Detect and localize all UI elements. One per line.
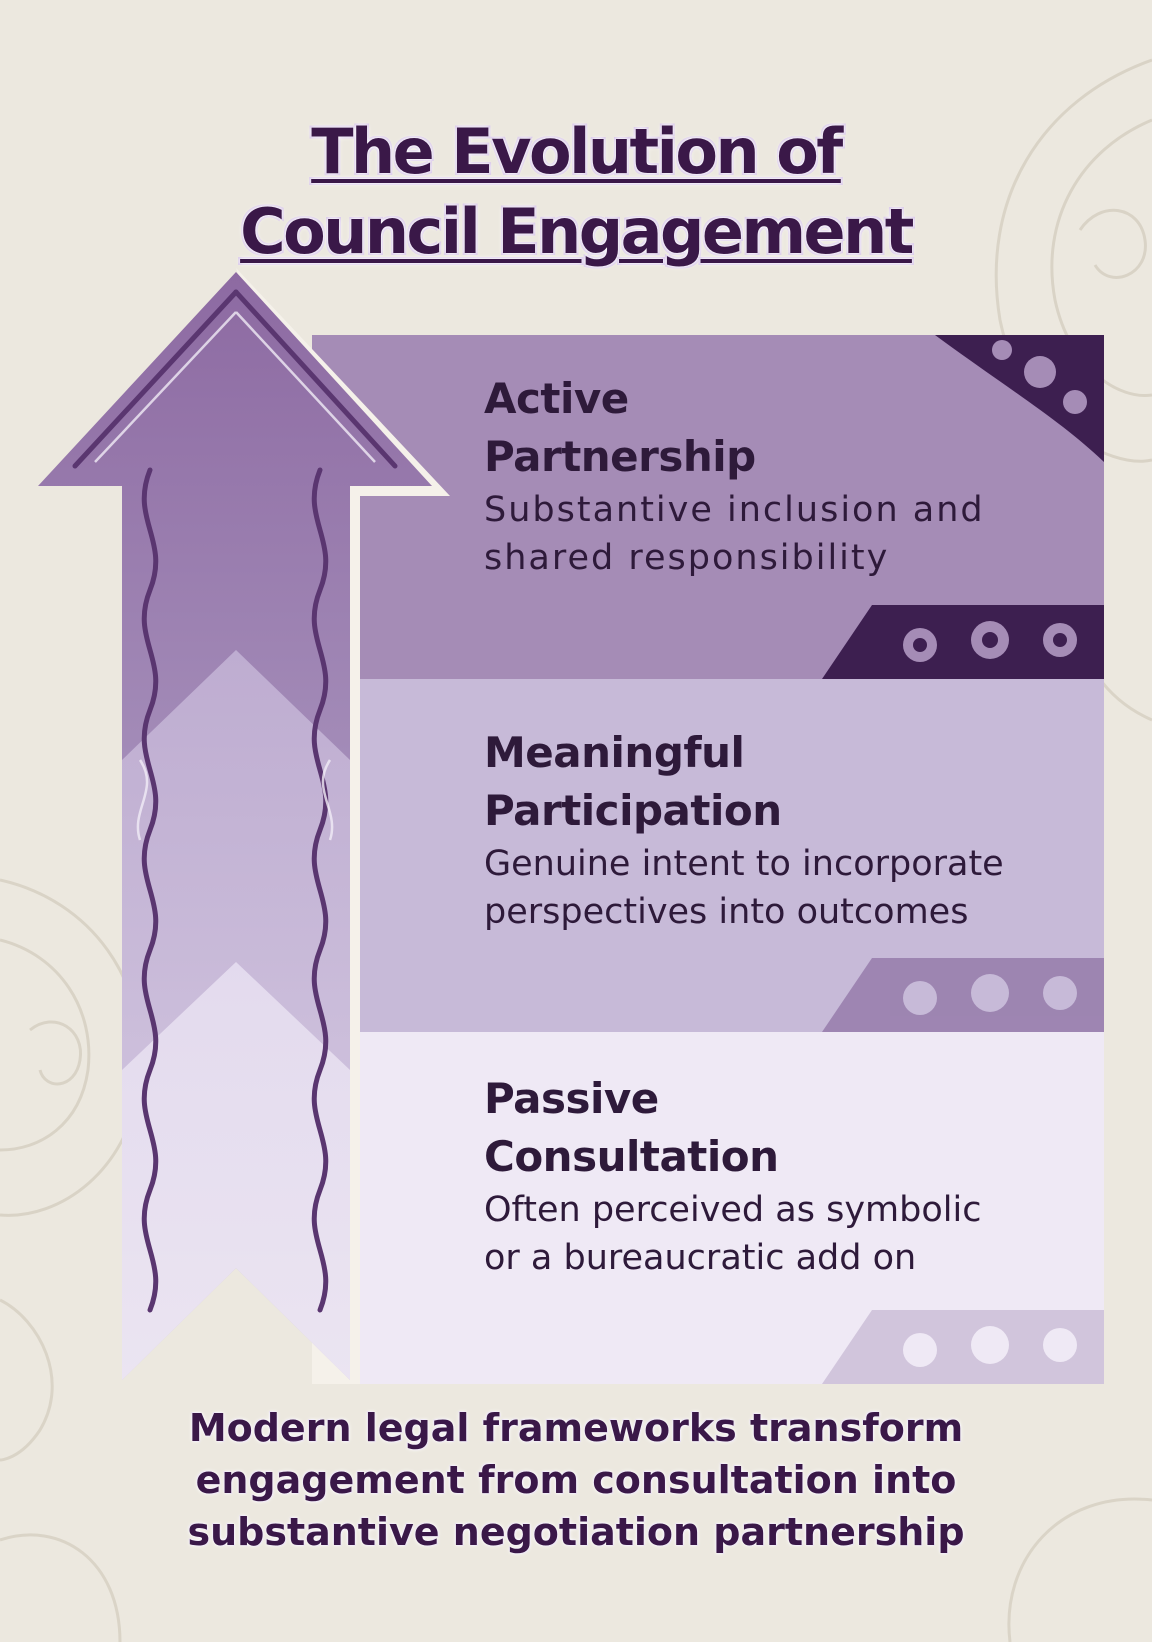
tier-heading: Passive Consultation xyxy=(484,1070,1104,1186)
tier-passive-consultation: Passive Consultation Often perceived as … xyxy=(484,1070,1104,1282)
upward-arrow-icon xyxy=(38,272,432,1380)
tier-heading-line-1: Passive xyxy=(484,1074,659,1123)
tier-description-line-2: shared responsibility xyxy=(484,538,890,578)
koru-ornament-top-right xyxy=(935,335,1104,462)
tier-description-line-1: Genuine intent to incorporate xyxy=(484,844,1004,884)
tier-band-passive-consultation xyxy=(360,1032,1104,1384)
koru-pattern-icon xyxy=(822,605,1104,679)
tier-heading-line-1: Meaningful xyxy=(484,728,745,777)
koru-pattern-icon xyxy=(822,958,1104,1032)
tier-heading-line-2: Partnership xyxy=(484,432,756,481)
tier-heading-line-2: Consultation xyxy=(484,1132,779,1181)
tier-description: Substantive inclusion and shared respons… xyxy=(484,486,1104,582)
tier-heading: Active Partnership xyxy=(484,370,1104,486)
tier-description-line-2: or a bureaucratic add on xyxy=(484,1238,917,1278)
tier-description: Genuine intent to incorporate perspectiv… xyxy=(484,840,1104,936)
footer-statement: Modern legal frameworks transform engage… xyxy=(0,1402,1152,1558)
koru-pattern-icon xyxy=(822,1310,1104,1384)
title-line-1: The Evolution of xyxy=(311,115,843,188)
footer-line-1: Modern legal frameworks transform xyxy=(188,1406,964,1450)
tier-description: Often perceived as symbolic or a bureauc… xyxy=(484,1186,1104,1282)
tier-heading-line-2: Participation xyxy=(484,786,782,835)
footer-line-3: substantive negotiation partnership xyxy=(187,1510,965,1554)
title-line-2: Council Engagement xyxy=(240,195,914,268)
tier-description-line-1: Substantive inclusion and xyxy=(484,490,985,530)
tier-description-line-2: perspectives into outcomes xyxy=(484,892,969,932)
tier-meaningful-participation: Meaningful Participation Genuine intent … xyxy=(484,724,1104,936)
footer-line-2: engagement from consultation into xyxy=(195,1458,957,1502)
tier-active-partnership: Active Partnership Substantive inclusion… xyxy=(484,370,1104,582)
tier-heading: Meaningful Participation xyxy=(484,724,1104,840)
page-title: The Evolution of Council Engagement xyxy=(0,112,1152,272)
tier-description-line-1: Often perceived as symbolic xyxy=(484,1190,982,1230)
tier-heading-line-1: Active xyxy=(484,374,629,423)
